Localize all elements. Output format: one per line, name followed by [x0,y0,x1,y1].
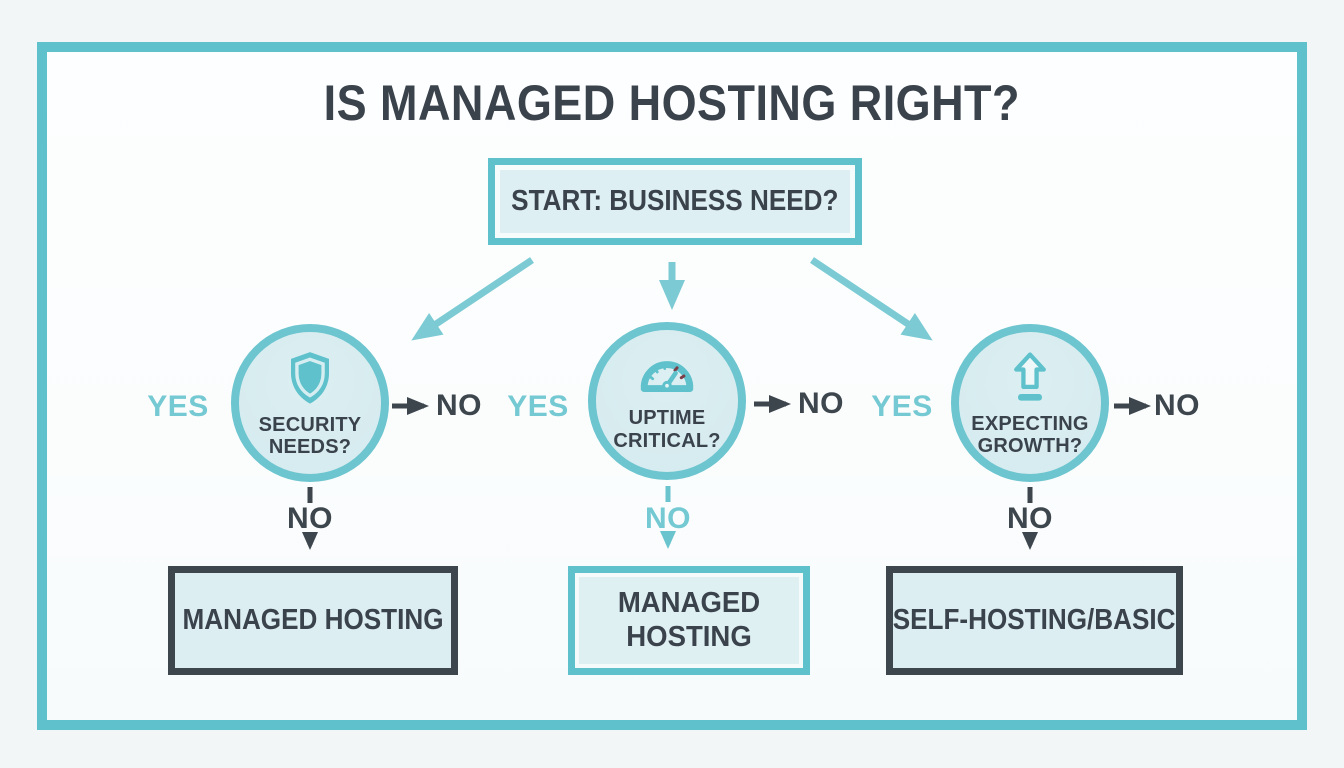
decision-question: SECURITY NEEDS? [258,413,362,458]
outcome-box-managed-hosting-left: MANAGED HOSTING [168,566,458,675]
outcome-box-self-hosting-basic: SELF-HOSTING/BASIC [886,566,1183,675]
outcome-label: MANAGED HOSTING [617,587,761,653]
no-label-uptime: NO [798,387,844,420]
decision-question: EXPECTING GROWTH? [971,412,1089,457]
yes-label-security: YES [147,390,209,423]
page-title: IS MANAGED HOSTING RIGHT? [323,75,1021,131]
decision-circle-security: SECURITY NEEDS? [231,324,389,482]
yes-label-uptime: YES [507,390,569,423]
no-label-growth: NO [1154,389,1200,422]
no-down-label-security: NO [287,502,333,535]
outcome-box-managed-hosting-center: MANAGED HOSTING [568,566,810,675]
decision-circle-uptime: UPTIME CRITICAL? [588,322,746,480]
decision-question: UPTIME CRITICAL? [613,407,721,452]
decision-circle-growth: EXPECTING GROWTH? [951,324,1109,482]
growth-arrow-icon [1014,352,1046,401]
no-down-label-growth: NO [1007,502,1053,535]
start-node-label: START: BUSINESS NEED? [511,185,839,217]
outcome-label: SELF-HOSTING/BASIC [893,603,1176,636]
no-down-label-uptime: NO [645,502,691,535]
outcome-label: MANAGED HOSTING [182,603,444,636]
start-node: START: BUSINESS NEED? [488,158,862,245]
gauge-icon [640,361,694,393]
no-label-security: NO [436,389,482,422]
yes-label-growth: YES [871,390,933,423]
shield-icon [291,351,329,404]
